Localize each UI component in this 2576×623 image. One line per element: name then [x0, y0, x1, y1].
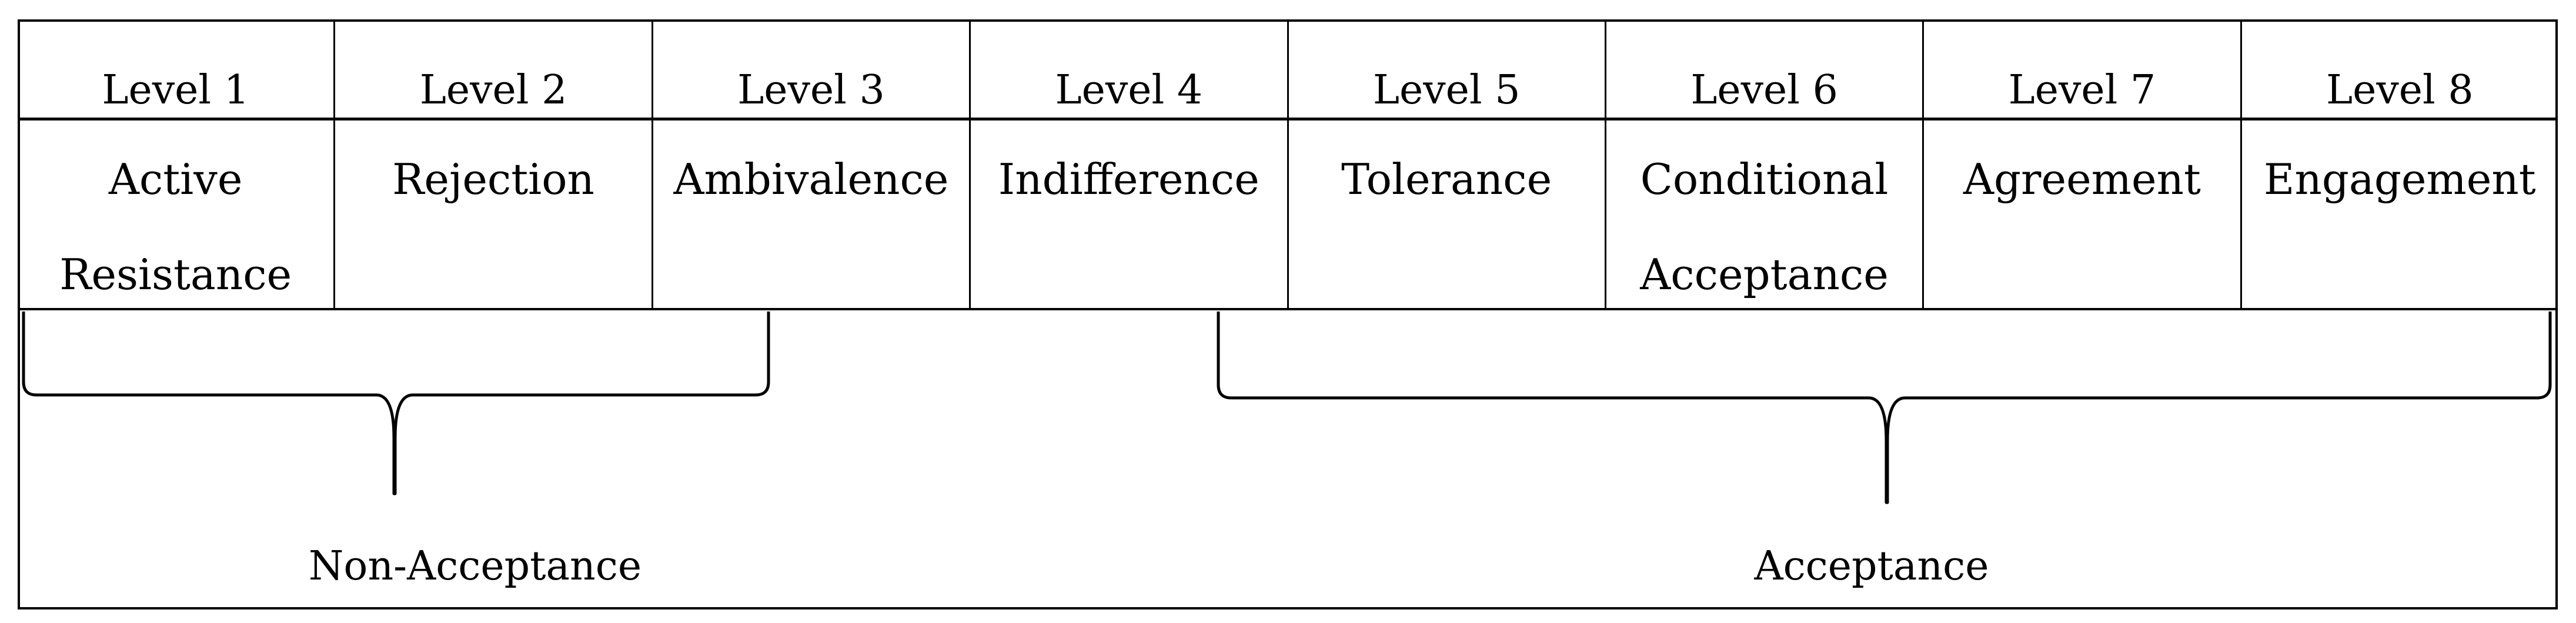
level-4-name-cell: Indifference	[969, 118, 1287, 308]
level-4-name: Indifference	[998, 155, 1259, 204]
level-6-name: Conditional Acceptance	[1640, 155, 1889, 299]
level-3-header: Level 3	[651, 19, 969, 118]
level-2-header: Level 2	[333, 19, 651, 118]
level-8-header: Level 8	[2240, 19, 2558, 118]
level-7-name: Agreement	[1963, 155, 2201, 204]
non-acceptance-label: Non-Acceptance	[308, 543, 642, 589]
acceptance-brace	[1217, 312, 2552, 504]
acceptance-label: Acceptance	[1754, 543, 1989, 589]
level-1-name-cell: Active Resistance	[18, 118, 333, 308]
level-5-header: Level 5	[1287, 19, 1605, 118]
level-8-name-cell: Engagement	[2240, 118, 2558, 308]
level-header-row: Level 1 Level 2 Level 3 Level 4 Level 5 …	[18, 19, 2558, 120]
level-4-header: Level 4	[969, 19, 1287, 118]
level-3-name: Ambivalence	[673, 155, 949, 204]
level-5-name: Tolerance	[1341, 155, 1552, 204]
level-7-name-cell: Agreement	[1922, 118, 2240, 308]
level-8-name: Engagement	[2263, 155, 2536, 204]
level-1-header: Level 1	[102, 67, 250, 113]
level-5-name-cell: Tolerance	[1287, 118, 1605, 308]
level-2-name-cell: Rejection	[333, 118, 651, 308]
non-acceptance-brace	[22, 312, 770, 495]
level-6-name-cell: Conditional Acceptance	[1604, 118, 1922, 308]
level-7-header: Level 7	[1922, 19, 2240, 118]
level-6-header: Level 6	[1604, 19, 1922, 118]
level-3-name-cell: Ambivalence	[651, 118, 969, 308]
level-2-name: Rejection	[392, 155, 594, 204]
level-name-row: Active Resistance Rejection Ambivalence …	[18, 118, 2558, 310]
level-1-name: Active Resistance	[59, 155, 292, 299]
